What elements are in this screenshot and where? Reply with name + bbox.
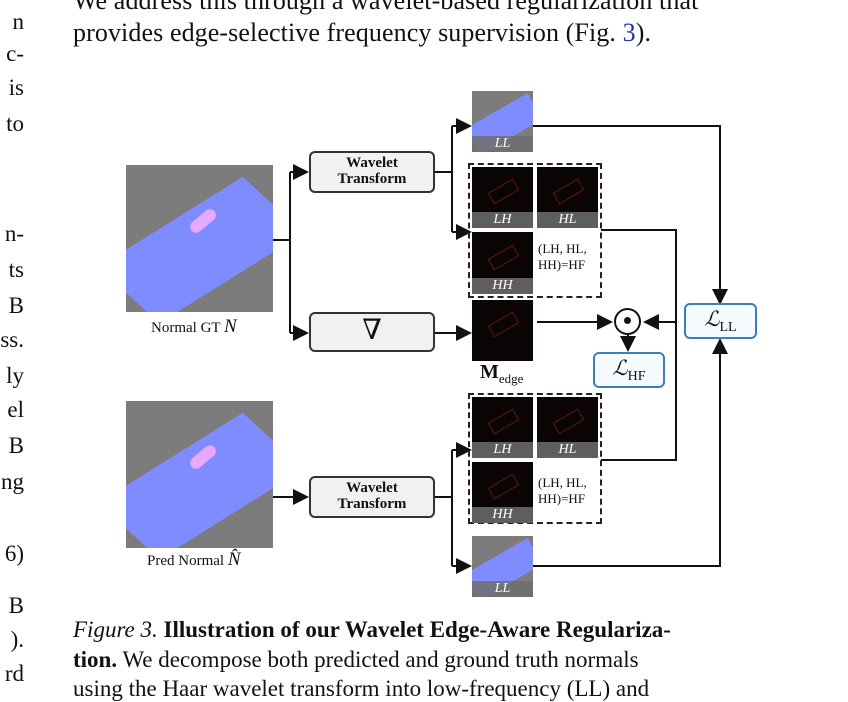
pred-surface (126, 412, 273, 548)
hf-note-top-line1: (LH, HL, (538, 241, 587, 256)
odot-dot (624, 317, 631, 325)
pred-normal-image (126, 401, 273, 548)
margin-text: 6) (4, 541, 24, 566)
elementwise-product-node (614, 308, 641, 335)
pred-normal-caption: Pred Normal N̂ (147, 549, 241, 571)
margin-text: ng (1, 469, 24, 494)
lh-top-tile: LH (472, 167, 533, 228)
ll-bottom-tile: LL (472, 536, 533, 597)
margin-text: el (7, 397, 24, 422)
edge-mask-main: M (480, 361, 499, 383)
loss-hf-sub: HF (627, 369, 646, 385)
hf-note-top-line2: HH)=HF (538, 257, 586, 272)
gradient-operator: ∇ (309, 312, 435, 352)
ll-bottom-label: LL (472, 581, 533, 597)
edge-mask-sub: edge (498, 371, 524, 386)
left-column-fragment: n c- is to n- ts B ss. ly el B ng 6) B )… (0, 0, 24, 687)
loss-ll-symbol: ℒ (704, 307, 720, 331)
lh-bottom-label: LH (472, 442, 533, 458)
edge-mask-label: Medge (480, 361, 523, 387)
hl-top-tile: HL (537, 167, 598, 228)
hh-top-label: HH (472, 278, 533, 294)
normal-gt-image (126, 165, 273, 312)
caption-bold-title-cont: tion. (73, 647, 118, 672)
margin-text: ss. (0, 327, 24, 352)
margin-text: rd (4, 661, 24, 686)
hf-note-bottom-line2: HH)=HF (538, 491, 586, 506)
pred-normal-label: Pred Normal (147, 553, 225, 569)
hf-group-top (468, 163, 602, 298)
margin-text: n- (4, 221, 24, 246)
margin-text: c- (6, 41, 24, 66)
wavelet-transform-top: Wavelet Transform (309, 151, 435, 193)
wavelet-transform-bottom: Wavelet Transform (309, 476, 435, 518)
figure-ref-link[interactable]: 3 (622, 18, 636, 47)
margin-text: is (8, 75, 24, 100)
caption-bold-title: Illustration of our Wavelet Edge-Aware R… (163, 617, 671, 642)
margin-text: ). (10, 627, 24, 652)
pred-normal-symbol: N̂ (227, 549, 241, 570)
margin-text: B (8, 593, 24, 618)
edge-mask-tile (472, 300, 533, 361)
margin-text: B (8, 433, 24, 458)
margin-text: ly (6, 363, 24, 388)
hf-note-top: (LH, HL, HH)=HF (538, 241, 587, 273)
hh-bottom-label: HH (472, 507, 533, 523)
normal-gt-symbol: N (224, 316, 237, 337)
body-line-1: We address this through a wavelet-based … (73, 0, 699, 15)
loss-ll-sub: LL (719, 320, 737, 336)
hf-note-bottom: (LH, HL, HH)=HF (538, 475, 587, 507)
lh-bottom-tile: LH (472, 397, 533, 458)
ll-top-tile: LL (472, 91, 533, 152)
margin-text: n (12, 9, 25, 34)
caption-line-1: Figure 3. Illustration of our Wavelet Ed… (73, 617, 671, 643)
diagram-arrows (273, 118, 728, 574)
lh-top-label: LH (472, 212, 533, 228)
hl-top-label: HL (537, 212, 598, 228)
caption-text: We decompose both predicted and ground t… (122, 647, 639, 672)
normal-gt-label: Normal GT (151, 320, 221, 336)
hf-note-bottom-line1: (LH, HL, (538, 475, 587, 490)
body-line-2: provides edge-selective frequency superv… (73, 18, 651, 48)
caption-figure-label: Figure 3. (73, 617, 158, 642)
margin-text: B (8, 293, 24, 318)
caption-line-2: tion. We decompose both predicted and gr… (73, 647, 639, 673)
normal-surface (126, 176, 273, 312)
loss-hf-symbol: ℒ (612, 356, 628, 380)
hh-top-tile: HH (472, 232, 533, 294)
margin-text: ts (8, 257, 24, 282)
body-line-2-end: ). (635, 18, 652, 47)
ll-top-label: LL (472, 136, 533, 152)
hh-bottom-tile: HH (472, 462, 533, 523)
hl-bottom-label: HL (537, 442, 598, 458)
loss-hf-box: ℒHF (593, 352, 665, 388)
caption-line-3: using the Haar wavelet transform into lo… (73, 676, 650, 701)
margin-text: to (6, 111, 24, 136)
loss-ll-box: ℒLL (684, 303, 757, 339)
hl-bottom-tile: HL (537, 397, 598, 458)
body-line-2-text: provides edge-selective frequency superv… (73, 18, 623, 47)
normal-gt-caption: Normal GT N (151, 316, 237, 338)
hf-group-bottom (468, 393, 602, 524)
